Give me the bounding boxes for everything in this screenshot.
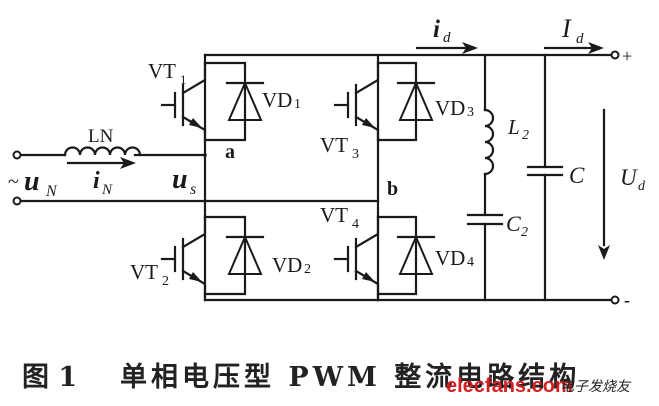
vd1-label: VD	[262, 88, 292, 112]
watermark-site: elecfans.com	[446, 375, 573, 397]
filter-capacitor-sub: 2	[521, 225, 528, 240]
dc-current-label: i	[433, 16, 440, 43]
filter-inductor-sub: 2	[522, 128, 529, 143]
node-a-label: a	[225, 141, 235, 163]
terminal-positive	[610, 50, 620, 60]
watermark-cn: 电子发烧友	[560, 379, 632, 395]
figure-number: 图 1	[22, 362, 77, 393]
Id-arrowhead	[588, 42, 604, 54]
terminal-negative	[610, 295, 620, 305]
source-voltage-label: u	[24, 166, 40, 197]
line-current-sub: N	[101, 182, 113, 198]
line-current-arrowhead	[120, 157, 136, 169]
vd4-label: VD	[435, 246, 465, 270]
vd3-sub: 3	[467, 105, 474, 120]
ud-arrowhead	[598, 245, 610, 260]
vt2-sub: 2	[162, 274, 169, 289]
diode-vd2	[203, 215, 265, 296]
ac-terminal-top	[12, 150, 22, 160]
ac-terminal-bottom	[12, 196, 22, 206]
load-current-sub: d	[576, 31, 584, 47]
id-arrowhead	[462, 42, 478, 54]
vd1-sub: 1	[294, 97, 301, 112]
vt3-sub: 3	[352, 147, 359, 162]
vd2-sub: 2	[304, 262, 311, 277]
diode-vd3	[376, 61, 436, 142]
vt1-label: VT	[148, 59, 176, 83]
vd2-label: VD	[272, 253, 302, 277]
terminal-minus-label: -	[624, 290, 630, 310]
load-current-label: I	[561, 14, 572, 43]
line-inductor-label: LN	[88, 126, 114, 147]
dc-voltage-sub: d	[638, 179, 646, 194]
vt2-label: VT	[130, 260, 158, 284]
igbt-vt1	[160, 61, 207, 142]
node-b-label: b	[387, 178, 398, 200]
bridge-voltage-sub: s	[190, 181, 196, 198]
filter-inductor-L2	[483, 108, 495, 176]
bridge-voltage-label: u	[172, 164, 188, 195]
source-prefix: ~	[8, 171, 19, 193]
dc-capacitor-label: C	[569, 163, 585, 188]
vt4-sub: 4	[352, 217, 359, 232]
diode-vd4	[376, 215, 436, 296]
vt3-label: VT	[320, 133, 348, 157]
diode-vd1	[203, 61, 265, 142]
dc-current-sub: d	[443, 30, 451, 46]
vt1-sub: 1	[180, 72, 187, 87]
igbt-vt3	[333, 61, 380, 142]
vt4-label: VT	[320, 203, 348, 227]
line-inductor-LN	[63, 146, 142, 157]
vd3-label: VD	[435, 96, 465, 120]
vd4-sub: 4	[467, 255, 474, 270]
figure-caption: 单相电压型 PWM 整流电路结构	[120, 361, 580, 393]
filter-inductor-label: L	[507, 115, 520, 139]
dc-voltage-label: U	[620, 165, 638, 190]
source-voltage-sub: N	[45, 183, 58, 200]
igbt-vt2	[160, 215, 207, 302]
filter-capacitor-label: C	[506, 211, 521, 236]
node-a-dot	[203, 153, 207, 157]
line-current-label: i	[93, 168, 100, 194]
terminal-plus-label: +	[622, 46, 632, 66]
